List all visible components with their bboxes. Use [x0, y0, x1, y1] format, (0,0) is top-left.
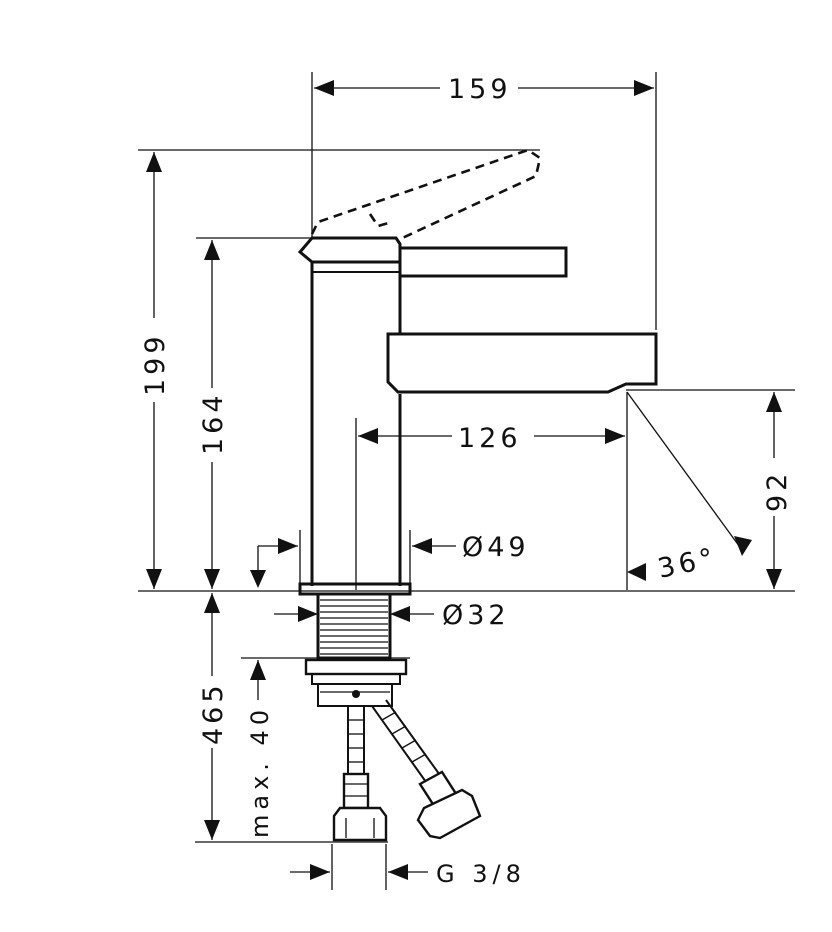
- dim-width-total: 159: [314, 74, 654, 105]
- dim-max-deck: max. 40: [246, 660, 274, 838]
- below-deck-assembly: [304, 592, 482, 842]
- hex-nut-left: [332, 806, 388, 842]
- dim-max-deck-label: max. 40: [246, 705, 274, 838]
- dim-spout-reach: 126: [358, 423, 625, 454]
- dim-width-total-label: 159: [448, 74, 512, 105]
- dim-connection-thread-label: G 3/8: [436, 860, 526, 888]
- hose-fitting-left: [342, 772, 370, 810]
- threaded-shank: [316, 592, 392, 660]
- lever-closed: [400, 246, 568, 278]
- hex-nut-right: [416, 788, 482, 840]
- lever-cap: [297, 236, 402, 264]
- extension-lines: [138, 72, 795, 890]
- dim-shank-diameter: Ø32: [274, 600, 510, 631]
- dim-height-open-label: 199: [140, 332, 171, 396]
- spout: [386, 332, 658, 394]
- dim-below-deck-label: 465: [198, 681, 229, 745]
- lever-open-outline: [310, 148, 542, 242]
- dim-base-diameter: Ø49: [250, 530, 530, 588]
- faucet-body: [297, 148, 658, 596]
- dim-lever-angle-label: 36°: [655, 542, 720, 585]
- dim-height-open: 199: [140, 152, 171, 589]
- dim-spout-height: 92: [762, 392, 793, 589]
- dim-spout-height-label: 92: [762, 470, 793, 512]
- dim-height-closed-label: 164: [198, 391, 229, 455]
- body-column: [310, 262, 402, 586]
- dim-spout-reach-label: 126: [458, 423, 522, 454]
- dim-height-closed: 164: [198, 240, 229, 589]
- dim-connection-thread: G 3/8: [290, 860, 526, 888]
- hose-right: [371, 699, 443, 783]
- fixing-nut: [304, 658, 408, 676]
- dim-lever-angle: 36°: [627, 536, 752, 585]
- hose-left: [347, 706, 365, 774]
- dim-shank-diameter-label: Ø32: [442, 600, 510, 631]
- dim-base-diameter-label: Ø49: [462, 532, 530, 563]
- dim-below-deck: 465: [198, 593, 229, 840]
